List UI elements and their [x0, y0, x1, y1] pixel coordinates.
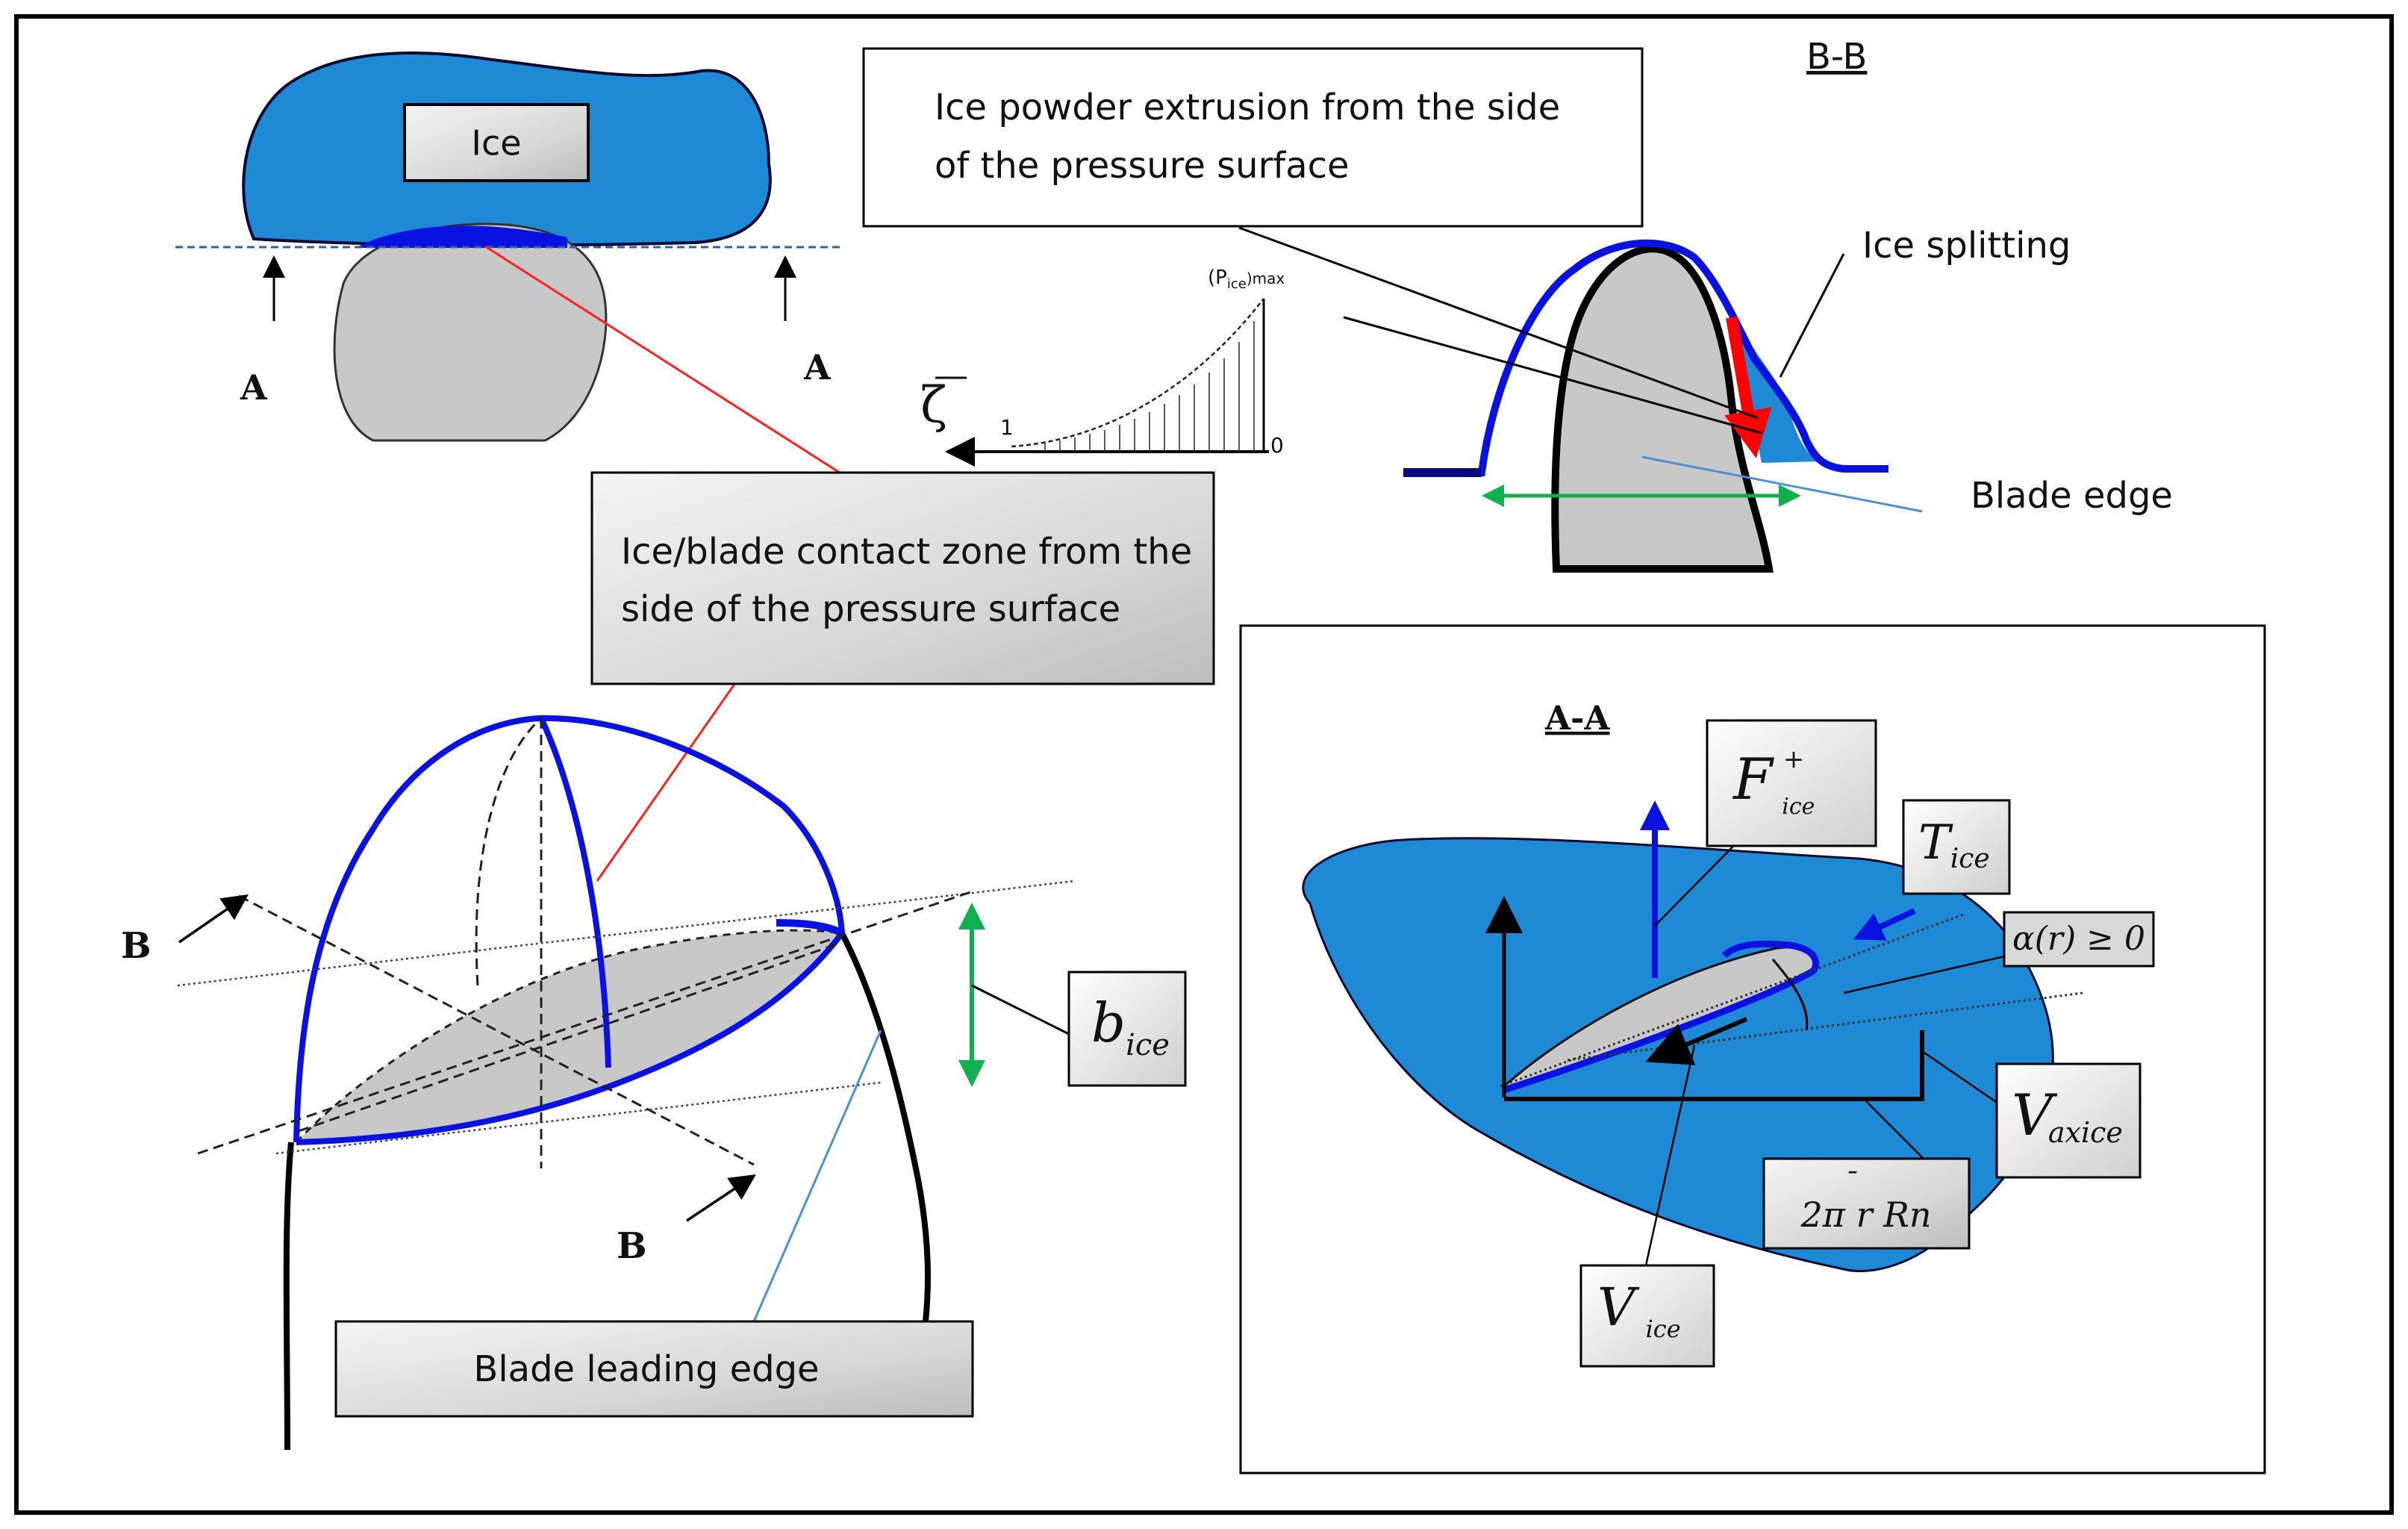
- section-b-line: [238, 894, 755, 1166]
- bb-ice-outline: [1403, 239, 1888, 476]
- two-pi-rn-box: [1762, 1157, 1971, 1250]
- upper-dotted-line: [177, 879, 1076, 987]
- contact-cap: [358, 225, 567, 248]
- aa-v-ice-leader: [1644, 1044, 1696, 1266]
- ice-bottom-edge: [296, 931, 845, 1145]
- contact-zone-line-2: side of the pressure surface: [621, 588, 1120, 630]
- blade-left-edge-black: [283, 1142, 294, 1451]
- ice-splitting-label: Ice splitting: [1862, 225, 2071, 267]
- alpha-box: [2003, 911, 2155, 968]
- zeta-bar: —: [934, 355, 968, 395]
- zeta-symbol: ζ: [920, 376, 947, 434]
- ice-dome-outline: [293, 714, 845, 1143]
- aa-alpha-arc: [1771, 959, 1809, 1031]
- tick-zero-label: 0: [1270, 433, 1284, 458]
- blade-leading-edge-box: [334, 1320, 974, 1418]
- alpha-label: α(r) ≥ 0: [2012, 920, 2145, 958]
- aa-chord-dotted: [1500, 913, 1964, 1088]
- section-b-lower-label: B: [617, 1225, 647, 1267]
- lower-dotted-line: [275, 1081, 882, 1155]
- blade-leading-edge-label: Blade leading edge: [473, 1348, 819, 1390]
- blade-edge-label: Blade edge: [1971, 475, 2173, 517]
- v-ice-box: [1579, 1264, 1715, 1368]
- pressure-hatching: [1044, 321, 1255, 452]
- pressure-curve: [1011, 298, 1264, 448]
- extrusion-leader-1: [1238, 226, 1759, 420]
- t-ice-box: [1902, 799, 2011, 895]
- f-ice-label: F+ice: [1732, 744, 1815, 820]
- top-left-ice-profile: A A Ice: [175, 52, 840, 442]
- f-ice-box: [1706, 719, 1877, 847]
- two-pi-rn-label: 2π r Rn: [1800, 1195, 1932, 1235]
- tick-one-label: 1: [1000, 415, 1014, 440]
- section-a-left-label: A: [240, 367, 268, 408]
- pressure-plot: — ζ 1 0 (Pice)max: [920, 267, 1285, 467]
- aa-v-ice-arrow: [1645, 1017, 1748, 1065]
- chord-dashed-line: [197, 891, 971, 1155]
- chord-inner-dashed: [298, 943, 837, 1133]
- contact-zone-box: [590, 471, 1215, 685]
- bb-splitting-arrow: [1724, 316, 1772, 458]
- v-axice-label: Vaxice: [2012, 1082, 2123, 1149]
- blade-tip-outline-black: [839, 932, 931, 1322]
- two-pi-bar: ¯: [1844, 1168, 1857, 1198]
- b-ice-leader: [971, 984, 1070, 1036]
- section-b-lower-arrow: [686, 1174, 756, 1222]
- section-b-upper-arrow: [178, 894, 249, 944]
- extrusion-note-line-1: Ice powder extrusion from the side: [935, 87, 1560, 128]
- aa-t-ice-arrow: [1853, 908, 1916, 941]
- t-ice-label: Tice: [1918, 815, 1990, 874]
- section-bb-figure: [1238, 226, 1923, 573]
- bb-blade-body: [1551, 245, 1774, 573]
- blade-tip-3d: [177, 714, 1076, 1451]
- aa-alpha-leader: [1843, 954, 2009, 994]
- leading-edge-leader: [752, 1030, 882, 1322]
- ice-label: Ice: [471, 123, 521, 164]
- aa-2pirn-leader: [1865, 1100, 1927, 1162]
- contact-zone-line-1: Ice/blade contact zone from the: [621, 531, 1192, 573]
- aa-pressure-outline: [1503, 940, 1819, 1094]
- extrusion-leader-2: [1343, 316, 1762, 435]
- b-ice-box: [1067, 971, 1187, 1087]
- section-b-upper-label: B: [121, 925, 152, 967]
- hidden-dome-curve: [475, 717, 542, 986]
- ice-label-box: [403, 103, 590, 182]
- p-max-label: (Pice)max: [1208, 267, 1285, 292]
- extrusion-note-box: [862, 47, 1644, 228]
- blade-profile-circle: [333, 222, 608, 442]
- contact-leader-lower: [596, 682, 737, 882]
- section-aa-label: A-A: [1544, 700, 1610, 738]
- ice-tip-cap: [776, 919, 844, 937]
- ice-splitting-leader: [1779, 253, 1845, 378]
- blade-edge-leader: [1641, 455, 1923, 513]
- b-ice-label: bice: [1091, 991, 1170, 1062]
- section-bb-label: B-B: [1806, 36, 1867, 78]
- extrusion-note-line-2: of the pressure surface: [935, 145, 1350, 187]
- aa-v-axice-leader: [1924, 1051, 2001, 1106]
- section-a-right-label: A: [803, 347, 832, 387]
- contact-leader-upper: [484, 245, 843, 476]
- v-axice-box: [1995, 1062, 2142, 1179]
